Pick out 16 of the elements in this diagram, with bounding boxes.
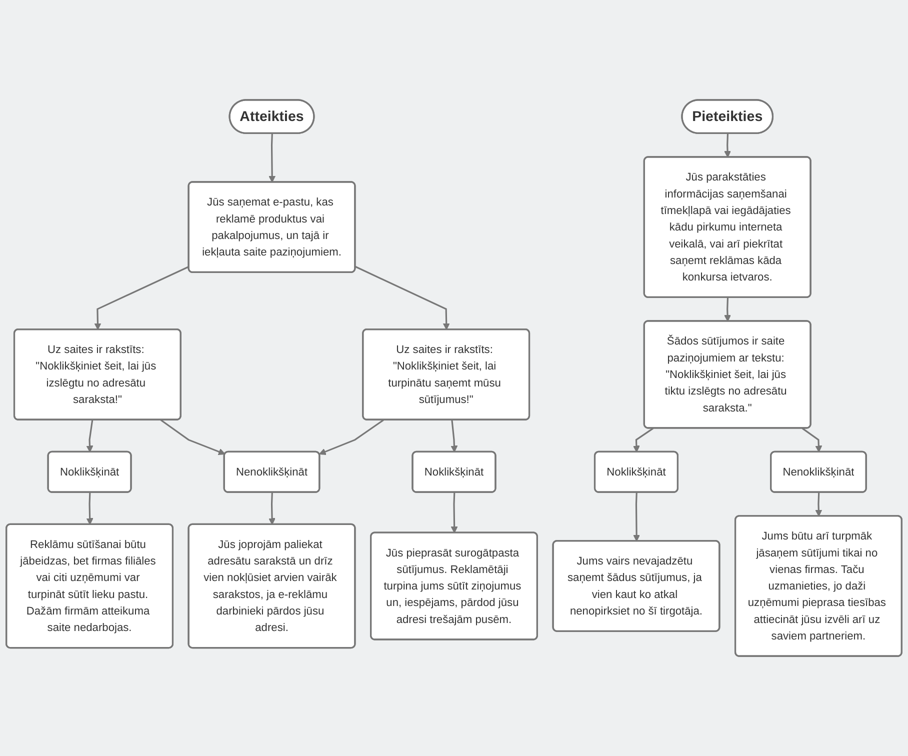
arrow: [94, 266, 190, 330]
arrow: [633, 492, 640, 542]
arrow: [632, 428, 654, 452]
arrow: [86, 420, 94, 452]
arrow: [86, 492, 94, 525]
arrow: [450, 492, 458, 534]
arrow: [268, 134, 276, 183]
arrow: [268, 492, 276, 525]
arrow: [160, 419, 226, 456]
arrow: [355, 266, 450, 330]
arrow: [815, 492, 822, 517]
arrow: [724, 134, 732, 158]
arrow: [724, 298, 732, 322]
arrow: [802, 428, 822, 452]
arrow: [318, 419, 384, 455]
arrow: [450, 420, 458, 452]
